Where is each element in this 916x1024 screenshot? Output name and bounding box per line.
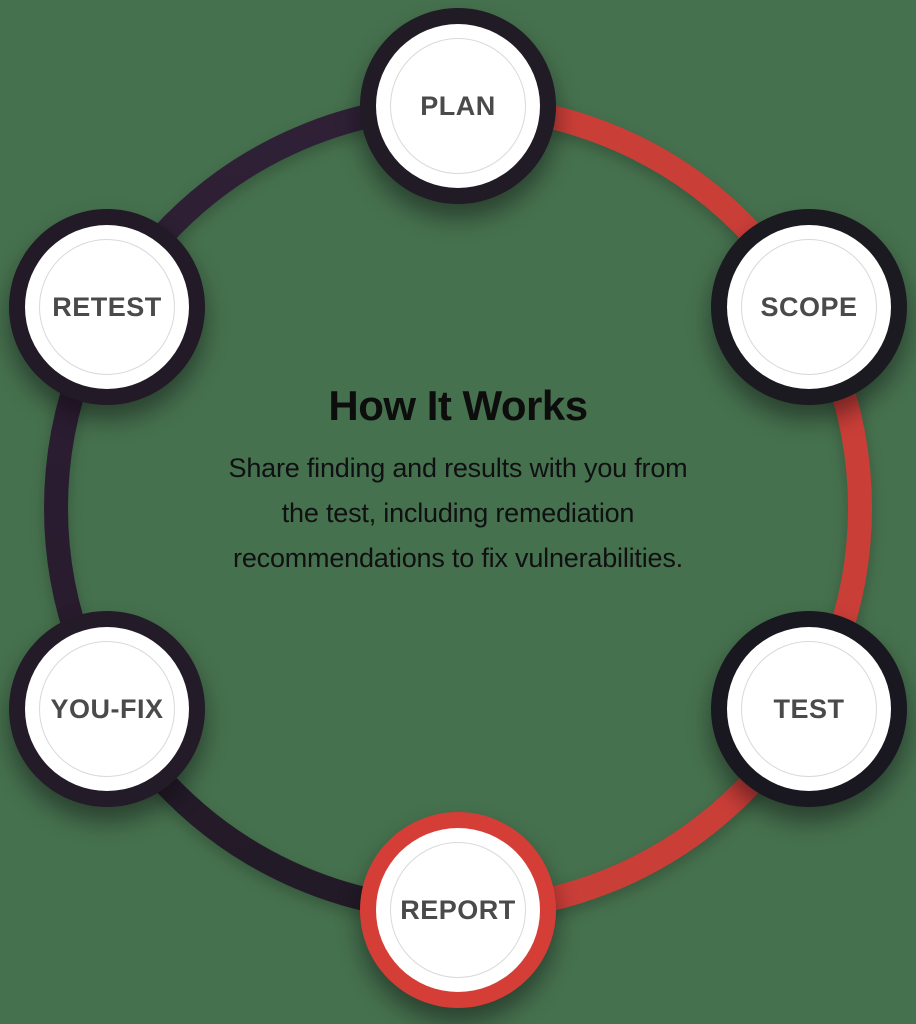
page-title: How It Works xyxy=(328,382,588,429)
node-scope: SCOPE xyxy=(711,209,907,405)
description: Share finding and results with you from … xyxy=(108,446,808,581)
node-retest-outline: RETEST xyxy=(39,239,175,375)
red-arc xyxy=(457,94,872,922)
node-scope-label: SCOPE xyxy=(760,291,858,322)
node-test-inner: TEST xyxy=(727,627,891,791)
description-line: Share finding and results with you from xyxy=(228,453,688,484)
node-plan-inner: PLAN xyxy=(376,24,540,188)
node-retest: RETEST xyxy=(9,209,205,405)
node-test: TEST xyxy=(711,611,907,807)
node-plan: PLAN xyxy=(360,8,556,204)
node-you-fix-outline: YOU-FIX xyxy=(39,641,175,777)
node-report-inner: REPORT xyxy=(376,828,540,992)
node-retest-inner: RETEST xyxy=(25,225,189,389)
node-test-label: TEST xyxy=(773,693,845,724)
node-scope-outline: SCOPE xyxy=(741,239,877,375)
node-retest-label: RETEST xyxy=(52,291,162,322)
description-line: the test, including remediation xyxy=(281,498,635,529)
node-scope-inner: SCOPE xyxy=(727,225,891,389)
node-you-fix-label: YOU-FIX xyxy=(50,693,164,724)
node-report: REPORT xyxy=(360,812,556,1008)
dark-arc xyxy=(44,94,459,922)
node-report-label: REPORT xyxy=(400,894,516,925)
node-you-fix: YOU-FIX xyxy=(9,611,205,807)
node-report-outline: REPORT xyxy=(390,842,526,978)
node-test-outline: TEST xyxy=(741,641,877,777)
node-plan-outline: PLAN xyxy=(390,38,526,174)
center-text-block: How It Works Share finding and results w… xyxy=(108,382,808,581)
description-line: recommendations to fix vulnerabilities. xyxy=(233,543,683,574)
node-you-fix-inner: YOU-FIX xyxy=(25,627,189,791)
node-plan-label: PLAN xyxy=(420,90,496,121)
